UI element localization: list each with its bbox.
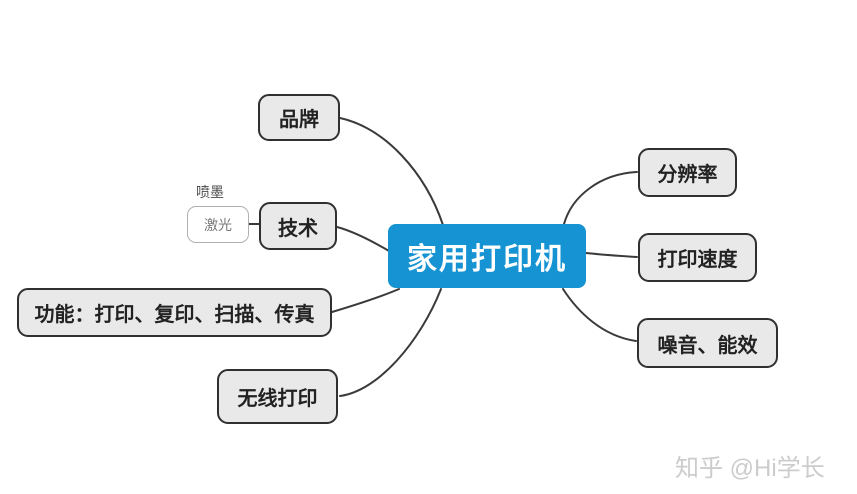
node-features[interactable]: 功能：打印、复印、扫描、传真	[17, 288, 332, 337]
node-brand-label: 品牌	[279, 109, 319, 131]
node-wireless-printing[interactable]: 无线打印	[217, 369, 338, 424]
connector-wireless	[339, 288, 442, 397]
node-features-label: 功能：打印、复印、扫描、传真	[34, 304, 315, 326]
node-resolution[interactable]: 分辨率	[638, 148, 737, 197]
subnode-laser[interactable]: 激光	[187, 206, 249, 243]
node-noise-energy[interactable]: 噪音、能效	[637, 318, 778, 368]
zhihu-watermark: 知乎 @Hi学长	[675, 448, 825, 483]
subnode-inkjet[interactable]: 喷墨	[196, 182, 224, 202]
connector-speed	[585, 252, 638, 258]
node-brand[interactable]: 品牌	[258, 94, 340, 141]
connector-features	[331, 288, 400, 313]
node-technology[interactable]: 技术	[259, 202, 337, 250]
node-print-speed-label: 打印速度	[657, 249, 738, 271]
connector-noise	[562, 288, 637, 342]
node-noise-energy-label: 噪音、能效	[657, 334, 758, 357]
central-topic-home-printer[interactable]: 家用打印机	[388, 224, 586, 288]
node-wireless-printing-label: 无线打印	[237, 388, 318, 410]
node-technology-label: 技术	[278, 217, 318, 240]
zhihu-watermark-text: 知乎 @Hi学长	[675, 455, 825, 482]
node-resolution-label: 分辨率	[657, 164, 718, 186]
central-topic-label: 家用打印机	[407, 243, 567, 276]
node-print-speed[interactable]: 打印速度	[638, 233, 757, 282]
subnode-laser-label: 激光	[204, 216, 232, 233]
subnode-inkjet-label: 喷墨	[196, 184, 224, 200]
connector-tech	[336, 226, 390, 252]
connector-brand	[339, 117, 444, 226]
connector-resolution	[563, 171, 638, 225]
